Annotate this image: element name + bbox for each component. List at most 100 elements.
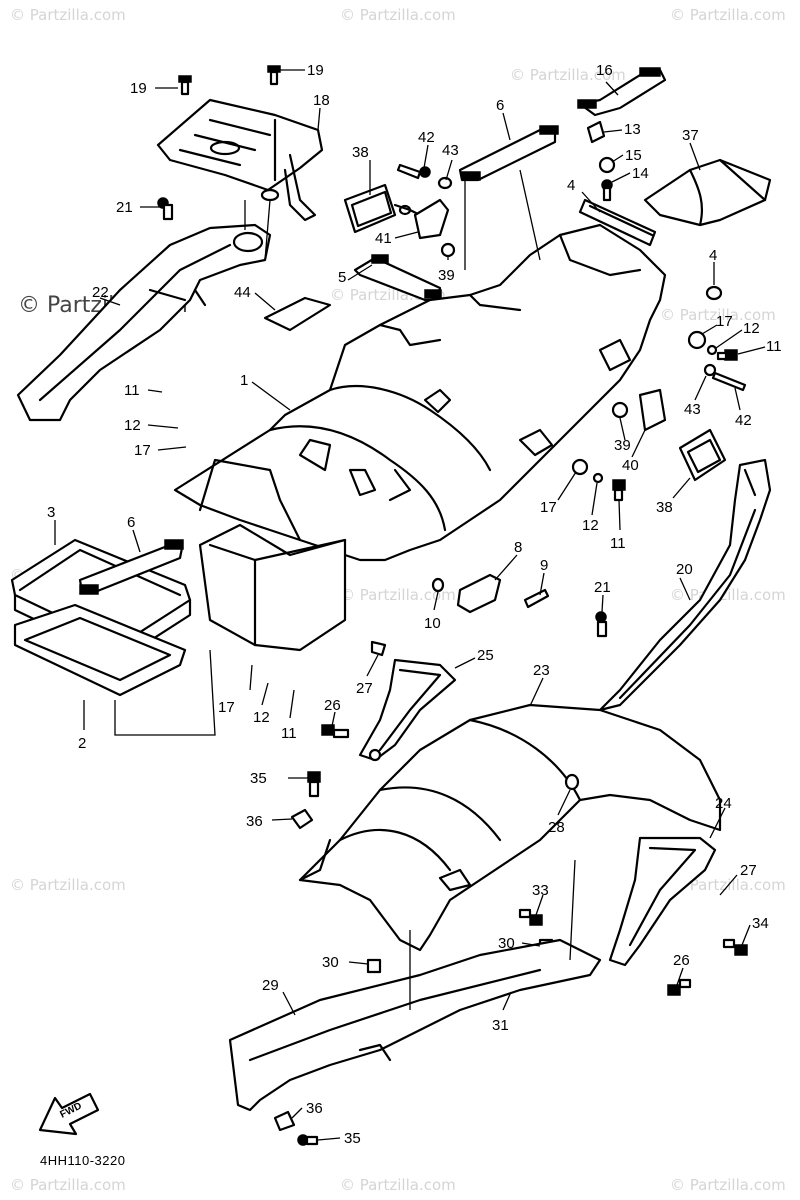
callout: 11: [124, 382, 140, 399]
callout: 40: [622, 457, 639, 474]
callout: 17: [218, 699, 235, 716]
callout: 44: [234, 284, 251, 301]
callout: 17: [716, 313, 733, 330]
part-fasteners-upper: [396, 163, 456, 258]
part-22-grab-bar: [16, 197, 272, 422]
part-2-battery-tray: [13, 603, 187, 697]
callout: 1: [240, 372, 248, 389]
part-27-pin: [370, 640, 387, 657]
callout: 17: [134, 442, 151, 459]
part-38-reflector: [343, 183, 422, 234]
part-fasteners-right: [687, 330, 747, 392]
watermark: © Partzilla.com: [670, 586, 786, 604]
part-20-grab-bar: [598, 458, 772, 712]
callout: 30: [322, 954, 339, 971]
callout: 12: [253, 709, 270, 726]
part-35-bolt: [297, 1134, 319, 1146]
callout: 43: [684, 401, 701, 418]
part-21-bolt-right: [595, 611, 608, 638]
part-8-bracket: [431, 573, 550, 614]
callout: 16: [596, 62, 613, 79]
callout: 39: [438, 267, 455, 284]
callout: 13: [624, 121, 641, 138]
part-13-clip: [586, 120, 616, 202]
callout: 9: [540, 557, 548, 574]
callout: 41: [375, 230, 392, 247]
callout: 42: [735, 412, 752, 429]
callout: 6: [496, 97, 504, 114]
part-36-nut: [273, 1110, 296, 1132]
part-34-nut: [290, 808, 314, 830]
callout: 14: [632, 165, 649, 182]
callout: 30: [498, 935, 515, 952]
callout: 10: [424, 615, 441, 632]
callout: 26: [673, 952, 690, 969]
callout: 25: [477, 647, 494, 664]
callout: 27: [356, 680, 373, 697]
callout: 38: [656, 499, 673, 516]
callout: 6: [127, 514, 135, 531]
callout: 21: [116, 199, 133, 216]
part-25-bracket: [358, 658, 457, 762]
leader-lines: [54, 69, 766, 1141]
callout: 27: [740, 862, 757, 879]
callout: 35: [250, 770, 267, 787]
part-33-bolt: [307, 771, 321, 798]
part-6-strap-battery: [78, 539, 184, 595]
callout: 11: [610, 535, 626, 552]
callout: 12: [124, 417, 141, 434]
callout: 20: [676, 561, 693, 578]
callout: 35: [344, 1130, 361, 1147]
callout: 33: [532, 882, 549, 899]
callout: 15: [625, 147, 642, 164]
watermark: © Partzilla.com: [670, 1176, 786, 1194]
part-37-cover: [643, 158, 772, 227]
part-26-bolt: [321, 724, 692, 996]
part-battery-box: [198, 523, 347, 652]
part-4-cap: [705, 285, 723, 301]
callout: 29: [262, 977, 279, 994]
fwd-arrow-icon: FWD: [38, 1092, 100, 1136]
part-44-pad: [263, 296, 332, 332]
callout: 3: [47, 504, 55, 521]
watermark: © Partzilla.com: [10, 6, 126, 24]
part-6-strap-top: [458, 125, 559, 182]
callout: 23: [533, 662, 550, 679]
callout: 5: [338, 269, 346, 286]
callout: 36: [306, 1100, 323, 1117]
callout: 4: [567, 177, 575, 194]
callout: 17: [540, 499, 557, 516]
callout: 36: [246, 813, 263, 830]
callout: 11: [281, 725, 297, 742]
callout: 28: [548, 819, 565, 836]
callout: 43: [442, 142, 459, 159]
callout: 31: [492, 1017, 509, 1034]
part-18-bracket: [156, 98, 324, 222]
callout: 42: [418, 129, 435, 146]
watermark: © Partzilla.com: [10, 1176, 126, 1194]
watermark: © Partzilla.com: [510, 66, 626, 84]
part-1-rear-fender: [173, 223, 667, 562]
callout: 22: [92, 284, 109, 301]
callout: 19: [307, 62, 324, 79]
watermark: © Partzilla.com: [670, 6, 786, 24]
watermark: © Partzilla.com: [660, 306, 776, 324]
callout: 8: [514, 539, 522, 556]
watermark: © Partzilla.com: [340, 586, 456, 604]
callout: 24: [715, 795, 732, 812]
part-23-mudguard: [298, 703, 722, 952]
callout: 12: [582, 517, 599, 534]
callout: 26: [324, 697, 341, 714]
callouts: 19 19 18 21 22 44 1 11 12 17 3 6 2 17 12…: [47, 62, 782, 1147]
diagram-code: 4HH110-3220: [40, 1153, 125, 1168]
part-3-battery-cover: [10, 538, 192, 662]
callout: 21: [594, 579, 611, 596]
part-fasteners-mid: [571, 458, 626, 502]
watermark: © Partzilla.com: [340, 6, 456, 24]
watermark: © Partzilla.com: [340, 1176, 456, 1194]
part-24-stay: [608, 836, 717, 967]
callout: 38: [352, 144, 369, 161]
watermark: © Partzilla.com: [10, 876, 126, 894]
callout: 2: [78, 735, 86, 752]
